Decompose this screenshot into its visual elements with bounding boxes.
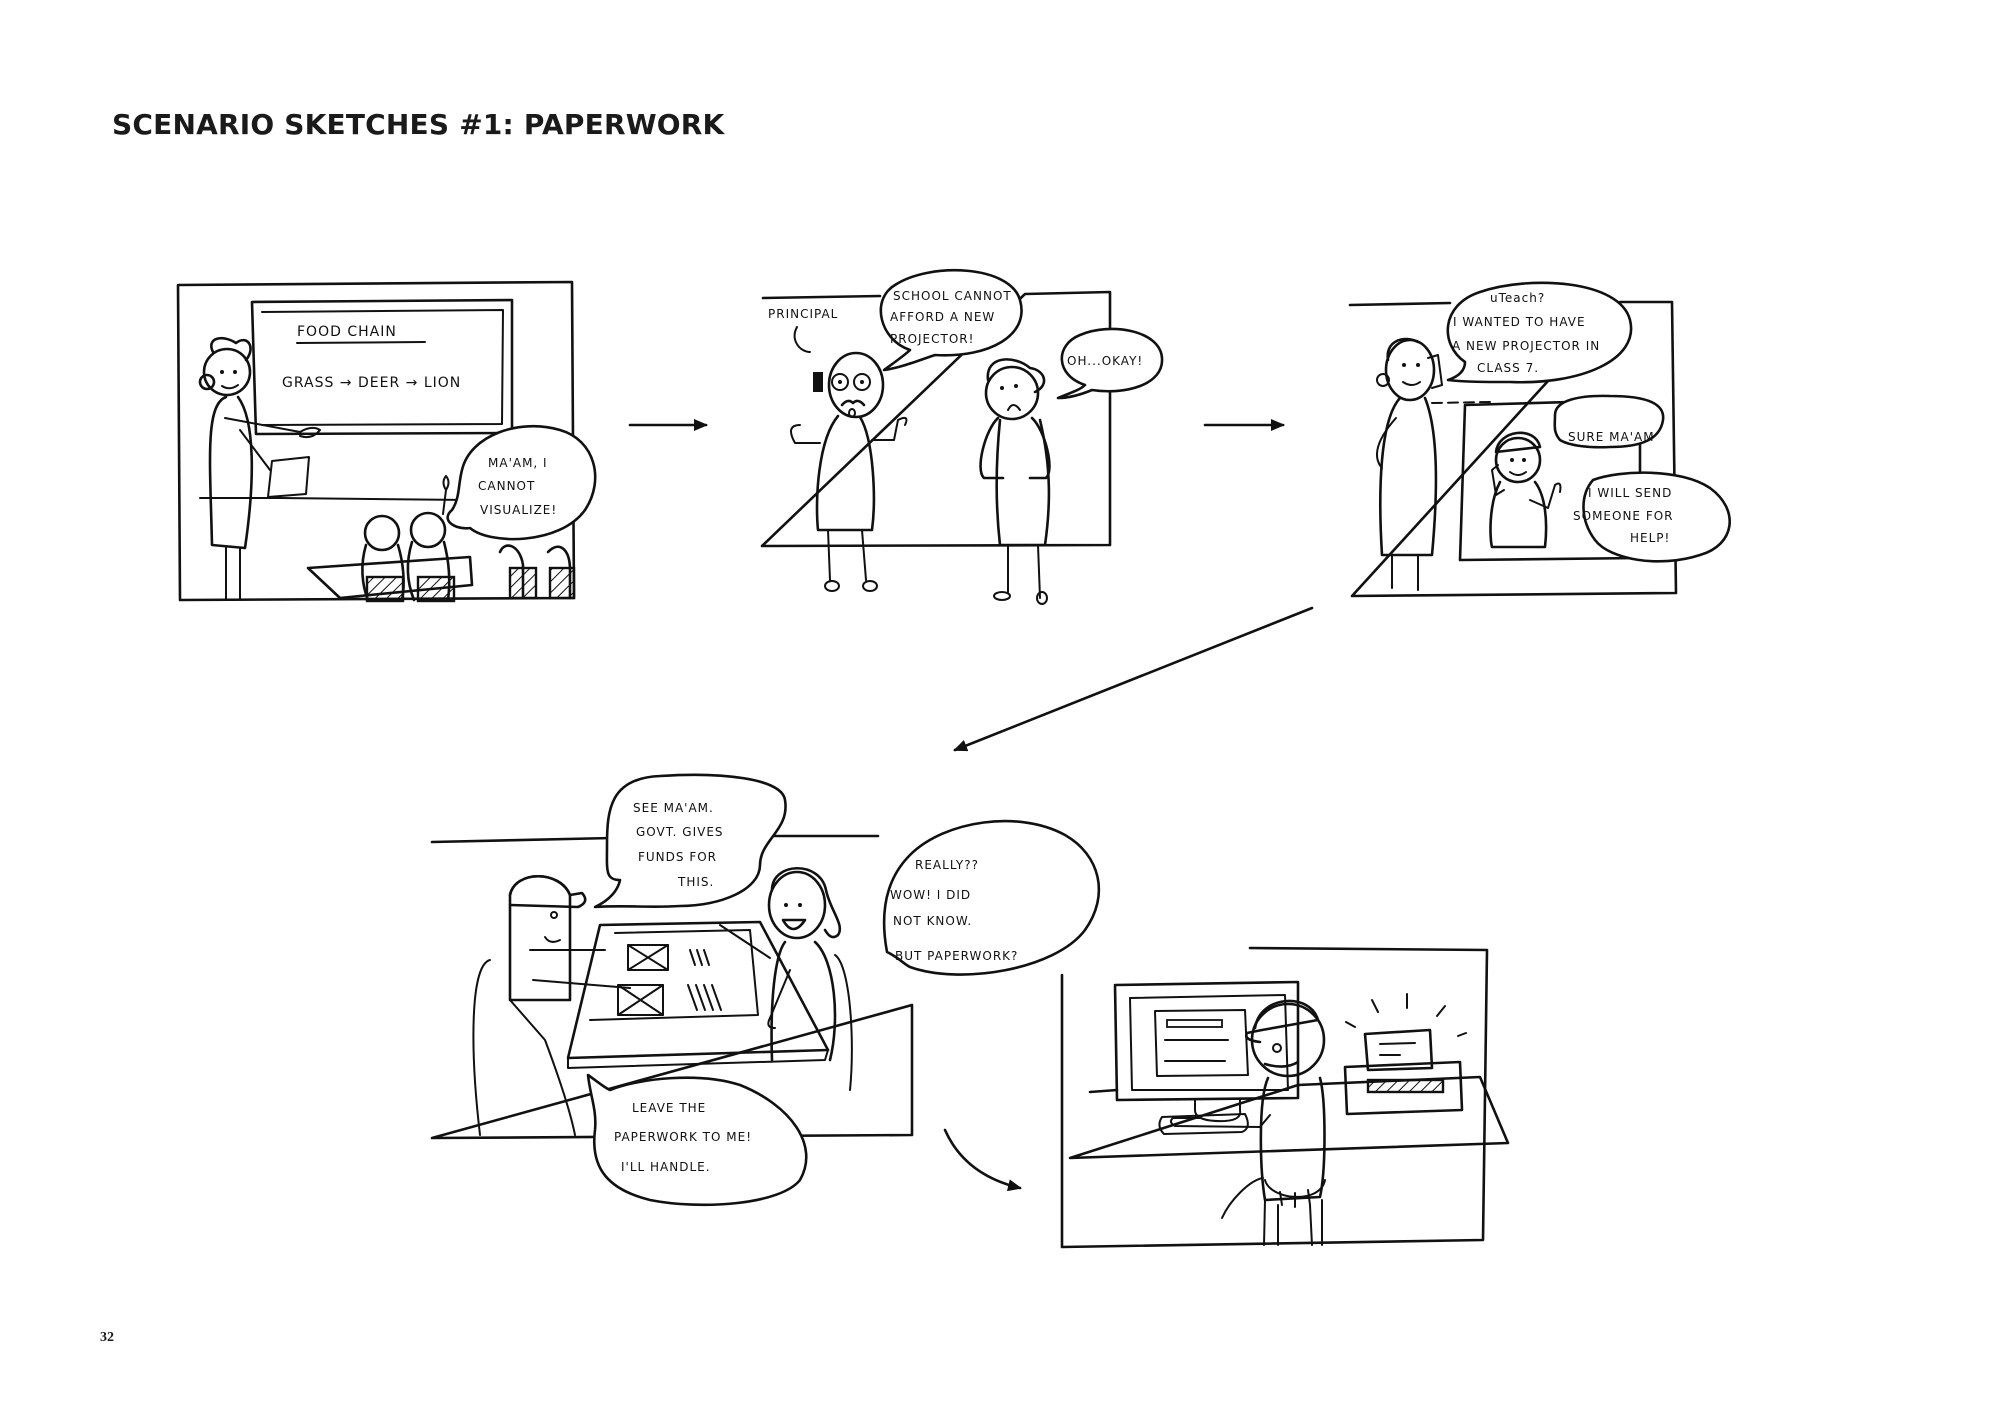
flow-arrow-4-to-5 (943, 1128, 1022, 1192)
panel-5-office (1060, 946, 1510, 1249)
speech-bubble-teacher-call: uTeach? I WANTED TO HAVE A NEW PROJECTOR… (1446, 281, 1633, 384)
teacher-on-phone (1376, 337, 1443, 591)
svg-text:SOMEONE FOR: SOMEONE FOR (1573, 509, 1674, 523)
svg-text:A NEW PROJECTOR IN: A NEW PROJECTOR IN (1452, 339, 1600, 353)
board-heading: FOOD CHAIN (297, 324, 397, 340)
uteach-agent-on-phone (1489, 431, 1562, 549)
students-group (306, 475, 576, 603)
panel-2-frame (760, 290, 1112, 548)
svg-text:PROJECTOR!: PROJECTOR! (890, 332, 974, 346)
svg-text:I WILL SEND: I WILL SEND (1588, 486, 1672, 500)
svg-text:MA'AM, I: MA'AM, I (488, 456, 548, 470)
panel-5-frame (1060, 946, 1489, 1249)
board-food-chain: GRASS → DEER → LION (282, 375, 461, 391)
principal-label: PRINCIPAL (768, 307, 838, 321)
svg-text:LEAVE THE: LEAVE THE (632, 1101, 706, 1115)
flow-arrow-3-to-4 (953, 606, 1314, 752)
computer-monitor (1113, 980, 1300, 1135)
speech-bubble-agent-sure: SURE MA'AM (1553, 394, 1665, 449)
svg-text:NOT KNOW.: NOT KNOW. (893, 914, 972, 928)
speech-bubble-agent-handle: LEAVE THE PAPERWORK TO ME! I'LL HANDLE. (586, 1073, 808, 1207)
svg-text:I'LL HANDLE.: I'LL HANDLE. (621, 1160, 711, 1174)
page-number: 32 (100, 1330, 114, 1345)
svg-text:CANNOT: CANNOT (478, 479, 535, 493)
speech-bubble-teacher-paperwork: REALLY?? WOW! I DID NOT KNOW. BUT PAPERW… (882, 819, 1101, 976)
svg-text:THIS.: THIS. (677, 875, 714, 889)
panel-1-classroom: FOOD CHAIN GRASS → DEER → LION (176, 280, 597, 603)
svg-text:PAPERWORK TO ME!: PAPERWORK TO ME! (614, 1130, 752, 1144)
teacher-figure (198, 336, 321, 601)
speech-bubble-agent-help: I WILL SEND SOMEONE FOR HELP! (1573, 471, 1731, 563)
panel-3-frame (1348, 300, 1678, 598)
svg-text:FUNDS FOR: FUNDS FOR (638, 850, 717, 864)
speech-bubble-teacher: OH...OKAY! (1056, 327, 1164, 400)
principal-figure (790, 351, 908, 592)
svg-text:CLASS 7.: CLASS 7. (1477, 361, 1539, 375)
svg-text:WOW! I DID: WOW! I DID (890, 888, 971, 902)
svg-text:I WANTED TO HAVE: I WANTED TO HAVE (1453, 315, 1586, 329)
svg-text:BUT PAPERWORK?: BUT PAPERWORK? (895, 949, 1018, 963)
svg-text:AFFORD A NEW: AFFORD A NEW (890, 310, 995, 324)
panel-3-phone-call: uTeach? I WANTED TO HAVE A NEW PROJECTOR… (1348, 281, 1731, 598)
blackboard: FOOD CHAIN GRASS → DEER → LION (250, 298, 514, 436)
svg-text:REALLY??: REALLY?? (915, 858, 979, 872)
panel-2-principal: PRINCIPAL (760, 269, 1164, 605)
svg-text:SURE MA'AM: SURE MA'AM (1568, 430, 1655, 444)
teacher-figure-happy (719, 867, 853, 1091)
speech-bubble-agent-funds: SEE MA'AM. GOVT. GIVES FUNDS FOR THIS. (593, 773, 787, 909)
svg-text:SEE MA'AM.: SEE MA'AM. (633, 801, 714, 815)
svg-text:uTeach?: uTeach? (1490, 291, 1545, 305)
svg-text:HELP!: HELP! (1630, 531, 1670, 545)
agent-at-computer (1169, 999, 1326, 1246)
teacher-figure-sad (979, 358, 1051, 605)
panel-4-meeting: SEE MA'AM. GOVT. GIVES FUNDS FOR THIS. R… (430, 773, 1101, 1207)
printer (1343, 993, 1467, 1116)
agent-figure (472, 874, 631, 1136)
svg-text:GOVT. GIVES: GOVT. GIVES (636, 825, 724, 839)
meeting-table (566, 920, 830, 1069)
svg-text:OH...OKAY!: OH...OKAY! (1067, 354, 1143, 368)
svg-text:VISUALIZE!: VISUALIZE! (480, 503, 557, 517)
speech-bubble-principal: SCHOOL CANNOT AFFORD A NEW PROJECTOR! (879, 269, 1023, 372)
svg-text:SCHOOL CANNOT: SCHOOL CANNOT (893, 289, 1012, 303)
page-title: SCENARIO SKETCHES #1: PAPERWORK (112, 108, 725, 141)
speech-bubble-student: MA'AM, I CANNOT VISUALIZE! (446, 424, 597, 541)
